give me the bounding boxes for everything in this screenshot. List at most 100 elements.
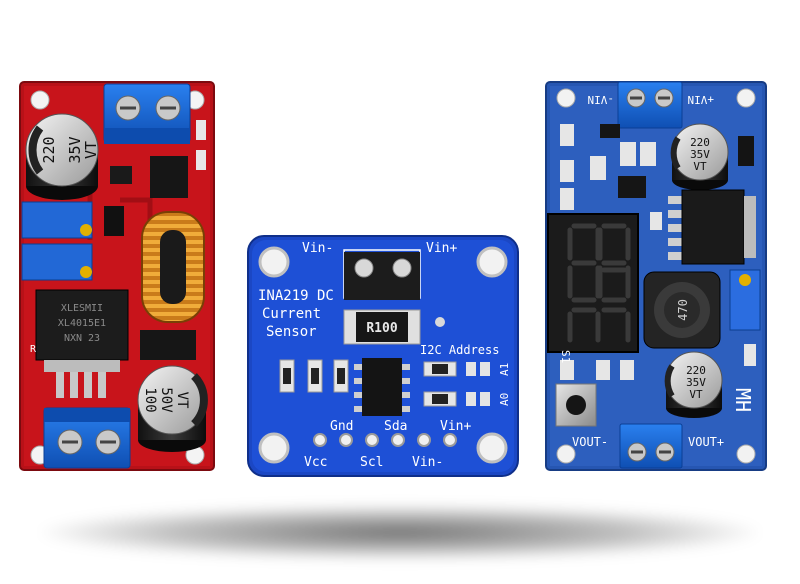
smd-resistor: [560, 124, 574, 146]
right-capacitor-bottom: 220 35V VT: [664, 351, 723, 418]
mount-hole: [476, 432, 508, 464]
header-label-right: Vin+: [426, 241, 457, 256]
mount-hole: [476, 246, 508, 278]
smd-resistor: [196, 150, 206, 170]
smd-resistor: [590, 156, 606, 180]
left-side-label: R: [30, 344, 37, 355]
transistor: [104, 206, 124, 236]
smd-resistor: [196, 120, 206, 140]
shunt-marking: R100: [366, 321, 397, 336]
toroid-inductor: [141, 211, 205, 323]
capacitor-220uf: 220 35V VT: [25, 113, 100, 200]
chip-marking-3: NXN 23: [64, 333, 100, 344]
left-top-terminal: [103, 83, 191, 144]
shunt-resistor: R100: [343, 309, 421, 345]
digits: [567, 223, 631, 343]
lm2596-regulator: [668, 189, 756, 265]
pin-label-vcc: Vcc: [304, 455, 327, 470]
trim-potentiometers: [21, 201, 93, 281]
chip-marking-1: XLESMII: [61, 303, 103, 314]
smd-resistor: [620, 360, 634, 380]
smd-ic: [618, 176, 646, 198]
vout-plus-label: VOUT+: [688, 435, 724, 449]
jumper-pad: [466, 362, 476, 376]
cap-top-line3: VT: [82, 141, 100, 159]
mount-hole: [258, 432, 290, 464]
left-bottom-terminal: [43, 407, 131, 469]
mount-hole: [258, 246, 290, 278]
op-amp-ic: [150, 156, 188, 198]
header-block: [344, 252, 420, 300]
mount-hole: [736, 444, 756, 464]
vin-plus-label: +VIN: [688, 93, 715, 106]
left-buck-module: 220 35V VT: [19, 81, 215, 471]
addr-resistor-body: [432, 364, 448, 374]
brand-mark: MH: [731, 388, 755, 412]
pin-label-scl: Scl: [360, 455, 383, 470]
mount-hole: [556, 88, 576, 108]
cap-top-line2: 35V: [66, 136, 84, 163]
cap-bottom-line2: 35V: [686, 376, 706, 389]
smd-resistor-body: [337, 368, 345, 384]
via: [435, 317, 445, 327]
smd-resistor: [650, 212, 662, 230]
cap-bottom-line1: 220: [686, 364, 706, 377]
trimmer-screw: [739, 274, 751, 286]
pin-label-vinplus: Vin+: [440, 419, 471, 434]
vin-minus-label: -VIN: [588, 93, 615, 106]
button-cap[interactable]: [566, 395, 586, 415]
right-capacitor-top: 220 35V VT: [670, 123, 729, 190]
cap-top-line1: 220: [40, 136, 58, 163]
power-inductor: 470: [643, 271, 721, 349]
cap-bottom-line3: VT: [689, 388, 703, 401]
mount-hole: [556, 444, 576, 464]
cap-bottom-line1: 100: [142, 387, 158, 412]
pin-label-gnd: Gnd: [330, 419, 353, 434]
right-bottom-terminal: [619, 423, 683, 469]
jumper-pad: [480, 362, 490, 376]
addr-a1-label: A1: [498, 363, 511, 376]
cap-top-line1: 220: [690, 136, 710, 149]
addr-resistor-body: [432, 394, 448, 404]
smd-resistor: [620, 142, 636, 166]
right-top-terminal: [617, 81, 683, 129]
smd-resistor-body: [311, 368, 319, 384]
right-buck-module: -VIN +VIN: [545, 81, 767, 471]
mount-hole: [30, 90, 50, 110]
capacitor-100uf: 100 50V VT: [137, 365, 208, 452]
ina219-module: Vin- Vin+ INA219 DC Current Sensor R100 …: [247, 235, 519, 477]
chip-marking-2: XL4015E1: [58, 318, 106, 329]
pin-label-sda: Sda: [384, 419, 407, 434]
xl4015-regulator: XLESMII XL4015E1 NXN 23: [35, 289, 129, 398]
smd-transistor: [600, 124, 620, 138]
right-side-label: S1: [559, 350, 572, 363]
smd-ic: [110, 166, 132, 184]
smd-resistor: [560, 360, 574, 380]
smd-resistor: [596, 360, 610, 380]
cap-bottom-line2: 50V: [158, 387, 174, 413]
pin-header-row: [313, 433, 457, 447]
seven-segment-display: [547, 213, 639, 353]
pin-label-vinminus: Vin-: [412, 455, 443, 470]
smd-resistor-body: [283, 368, 291, 384]
smd-resistor: [560, 188, 574, 210]
board-title-line2: Current: [262, 306, 321, 322]
cap-bottom-line3: VT: [174, 392, 190, 409]
jumper-pad: [480, 392, 490, 406]
schottky-diode: [140, 330, 196, 360]
smd-resistor: [560, 160, 574, 182]
middle-pcb-surface: [252, 240, 514, 472]
inductor-marking: 470: [676, 299, 690, 321]
board-title-line3: Sensor: [266, 324, 317, 340]
jumper-pad: [466, 392, 476, 406]
vout-minus-label: VOUT-: [572, 435, 608, 449]
header-label-left: Vin-: [302, 241, 333, 256]
header-pin: [354, 258, 374, 278]
cap-top-line2: 35V: [690, 148, 710, 161]
tactile-button[interactable]: [555, 383, 597, 427]
smd-resistor: [744, 344, 756, 366]
ina219-chip: [354, 358, 410, 416]
addr-a0-label: A0: [498, 393, 511, 406]
board-title-line1: INA219 DC: [258, 288, 334, 304]
